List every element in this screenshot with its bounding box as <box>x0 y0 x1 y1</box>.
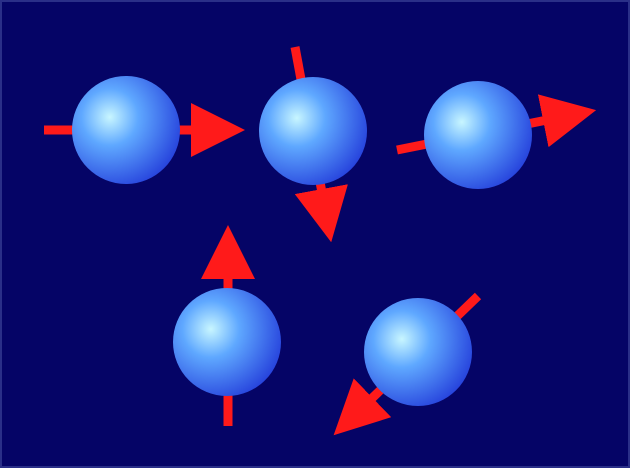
spin-4-sphere <box>173 288 281 396</box>
spin-2-sphere <box>259 77 367 185</box>
spin-1-sphere <box>72 76 180 184</box>
spin-3-sphere <box>424 81 532 189</box>
spin-5-sphere <box>364 298 472 406</box>
